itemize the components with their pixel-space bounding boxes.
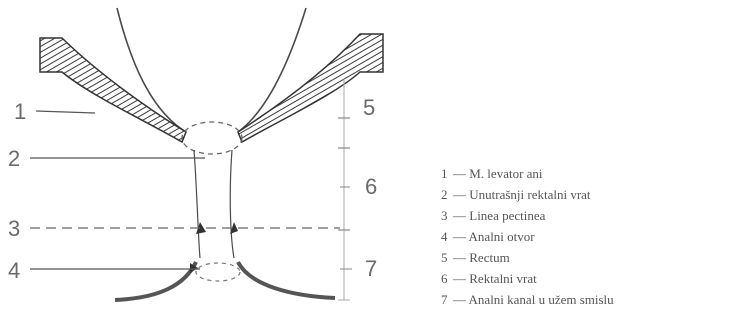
pectinate-marker-right	[230, 222, 238, 234]
legend-text-5: — Rectum	[452, 250, 510, 265]
label-6: 6	[365, 174, 377, 199]
anal-canal-wall-left	[193, 149, 201, 259]
legend-num-4: 4	[441, 229, 448, 244]
legend: 1 — M. levator ani 2 — Unutrašnji rektal…	[441, 166, 614, 307]
rectum-wall-left	[116, 7, 187, 133]
label-1: 1	[14, 99, 26, 124]
legend-text-3: — Linea pectinea	[452, 208, 546, 223]
label-2: 2	[8, 146, 20, 171]
anal-marker	[190, 263, 198, 273]
legend-text-4: — Analni otvor	[452, 229, 535, 244]
legend-num-7: 7	[441, 292, 448, 307]
legend-num-2: 2	[441, 187, 448, 202]
label-4: 4	[8, 258, 20, 283]
pectinate-marker-left	[196, 222, 206, 234]
legend-num-5: 5	[441, 250, 448, 265]
rectal-neck-ring	[181, 121, 243, 155]
legend-text-7: — Analni kanal u užem smislu	[452, 292, 614, 307]
label-7: 7	[365, 256, 377, 281]
skin-curve-right	[236, 260, 336, 300]
legend-num-6: 6	[441, 271, 448, 286]
rectum-wall-right	[237, 7, 307, 133]
label-5: 5	[363, 95, 375, 120]
legend-text-2: — Unutrašnji rektalni vrat	[452, 187, 591, 202]
leader-1	[35, 110, 96, 114]
legend-text-6: — Rektalni vrat	[452, 271, 537, 286]
levator-ani-left	[39, 37, 187, 144]
legend-num-3: 3	[441, 208, 448, 223]
levator-ani-right	[237, 33, 384, 144]
anal-opening-ring	[195, 262, 241, 282]
legend-num-1: 1	[441, 166, 448, 181]
label-3: 3	[8, 216, 20, 241]
anal-canal-wall-right	[229, 149, 235, 259]
legend-text-1: — M. levator ani	[452, 166, 543, 181]
skin-curve-left	[114, 261, 198, 302]
